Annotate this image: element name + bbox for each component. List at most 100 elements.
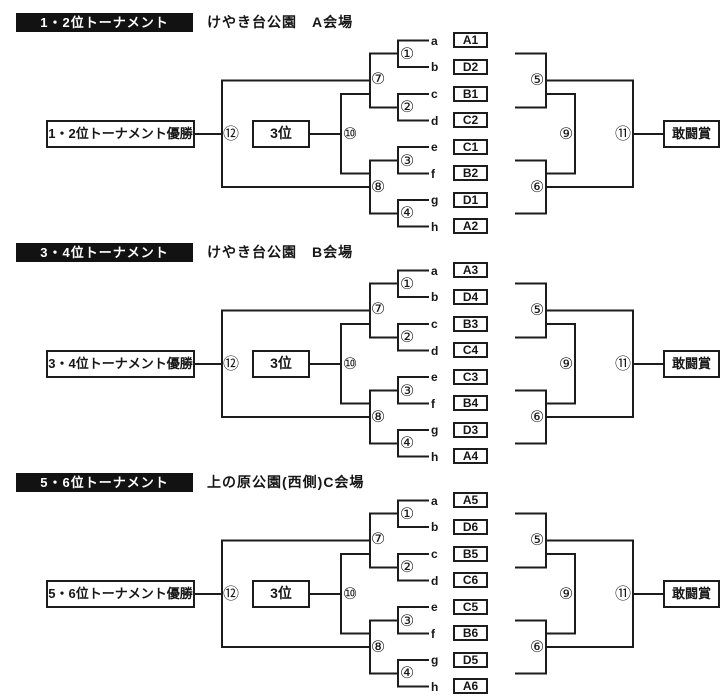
team-code-box: C2 — [453, 112, 488, 128]
seed-letter: c — [431, 547, 438, 561]
match-number-consolation: ⑤ — [529, 300, 545, 319]
seed-letter: g — [431, 423, 439, 437]
seed-letter: b — [431, 60, 439, 74]
champion-box: 1・2位トーナメント優勝 — [46, 120, 195, 148]
match-number-consolation-final: ⑪ — [614, 124, 631, 143]
tournament-title-badge: 3・4位トーナメント — [16, 243, 193, 262]
seed-letter: g — [431, 193, 439, 207]
team-code-box: D6 — [453, 519, 488, 535]
team-code-box: A5 — [453, 492, 488, 508]
seed-letter: e — [431, 140, 438, 154]
match-number-consolation: ⑥ — [529, 177, 545, 196]
seed-letter: h — [431, 680, 439, 694]
team-code-box: B4 — [453, 395, 488, 411]
team-code-box: D2 — [453, 59, 488, 75]
match-number-semifinal: ⑧ — [370, 407, 386, 426]
match-number-final: ⑫ — [222, 584, 239, 603]
match-number-final: ⑫ — [222, 354, 239, 373]
match-number-consolation-semi: ⑨ — [558, 124, 574, 143]
team-code-box: B5 — [453, 546, 488, 562]
match-number-semifinal: ⑦ — [370, 299, 386, 318]
match-number-round1: ① — [399, 274, 415, 293]
match-number-consolation: ⑤ — [529, 530, 545, 549]
team-code-box: A6 — [453, 678, 488, 694]
fighting-spirit-award-box: 敢闘賞 — [663, 350, 720, 378]
match-number-round1: ③ — [399, 381, 415, 400]
match-number-round1: ① — [399, 44, 415, 63]
match-number-third-place: ⑩ — [342, 124, 358, 143]
tournament-section: 3・4位トーナメント けやき台公園 B会場 3・4位トーナメント優勝 3位 敢闘… — [0, 230, 728, 464]
match-number-semifinal: ⑧ — [370, 177, 386, 196]
seed-letter: b — [431, 290, 439, 304]
tournament-section: 5・6位トーナメント 上の原公園(西側)C会場 5・6位トーナメント優勝 3位 … — [0, 460, 728, 694]
team-code-box: A3 — [453, 262, 488, 278]
match-number-consolation: ⑤ — [529, 70, 545, 89]
match-number-semifinal: ⑦ — [370, 69, 386, 88]
team-code-box: B3 — [453, 316, 488, 332]
fighting-spirit-award-box: 敢闘賞 — [663, 120, 720, 148]
seed-letter: h — [431, 220, 439, 234]
seed-letter: a — [431, 494, 438, 508]
team-code-box: A4 — [453, 448, 488, 464]
match-number-consolation-semi: ⑨ — [558, 584, 574, 603]
team-code-box: C1 — [453, 139, 488, 155]
seed-letter: c — [431, 317, 438, 331]
team-code-box: A1 — [453, 32, 488, 48]
seed-letter: e — [431, 600, 438, 614]
third-place-box: 3位 — [252, 350, 310, 378]
match-number-consolation: ⑥ — [529, 637, 545, 656]
team-code-box: C3 — [453, 369, 488, 385]
match-number-round1: ② — [399, 557, 415, 576]
match-number-semifinal: ⑧ — [370, 637, 386, 656]
seed-letter: d — [431, 114, 439, 128]
venue-label: 上の原公園(西側)C会場 — [207, 474, 365, 490]
match-number-round1: ② — [399, 327, 415, 346]
team-code-box: D4 — [453, 289, 488, 305]
champion-box: 3・4位トーナメント優勝 — [46, 350, 195, 378]
match-number-final: ⑫ — [222, 124, 239, 143]
match-number-consolation-semi: ⑨ — [558, 354, 574, 373]
match-number-consolation: ⑥ — [529, 407, 545, 426]
seed-letter: h — [431, 450, 439, 464]
seed-letter: f — [431, 397, 435, 411]
match-number-consolation-final: ⑪ — [614, 584, 631, 603]
team-code-box: A2 — [453, 218, 488, 234]
bracket-lines — [194, 269, 664, 458]
fighting-spirit-award-box: 敢闘賞 — [663, 580, 720, 608]
match-number-round1: ③ — [399, 151, 415, 170]
team-code-box: D1 — [453, 192, 488, 208]
match-number-semifinal: ⑦ — [370, 529, 386, 548]
seed-letter: g — [431, 653, 439, 667]
team-code-box: D5 — [453, 652, 488, 668]
bracket-lines — [194, 39, 664, 228]
seed-letter: d — [431, 574, 439, 588]
team-code-box: B1 — [453, 86, 488, 102]
tournament-title-badge: 5・6位トーナメント — [16, 473, 193, 492]
match-number-round1: ② — [399, 97, 415, 116]
team-code-box: C6 — [453, 572, 488, 588]
third-place-box: 3位 — [252, 120, 310, 148]
seed-letter: a — [431, 264, 438, 278]
match-number-round1: ④ — [399, 433, 415, 452]
match-number-round1: ④ — [399, 663, 415, 682]
venue-label: けやき台公園 B会場 — [207, 244, 354, 260]
seed-letter: a — [431, 34, 438, 48]
team-code-box: D3 — [453, 422, 488, 438]
team-code-box: B2 — [453, 165, 488, 181]
tournament-section: 1・2位トーナメント けやき台公園 A会場 1・2位トーナメント優勝 3位 敢闘… — [0, 0, 728, 234]
match-number-consolation-final: ⑪ — [614, 354, 631, 373]
venue-label: けやき台公園 A会場 — [207, 14, 354, 30]
seed-letter: c — [431, 87, 438, 101]
seed-letter: b — [431, 520, 439, 534]
match-number-third-place: ⑩ — [342, 354, 358, 373]
team-code-box: C5 — [453, 599, 488, 615]
tournament-title-badge: 1・2位トーナメント — [16, 13, 193, 32]
third-place-box: 3位 — [252, 580, 310, 608]
seed-letter: d — [431, 344, 439, 358]
match-number-round1: ④ — [399, 203, 415, 222]
seed-letter: f — [431, 627, 435, 641]
match-number-round1: ③ — [399, 611, 415, 630]
seed-letter: e — [431, 370, 438, 384]
match-number-round1: ① — [399, 504, 415, 523]
